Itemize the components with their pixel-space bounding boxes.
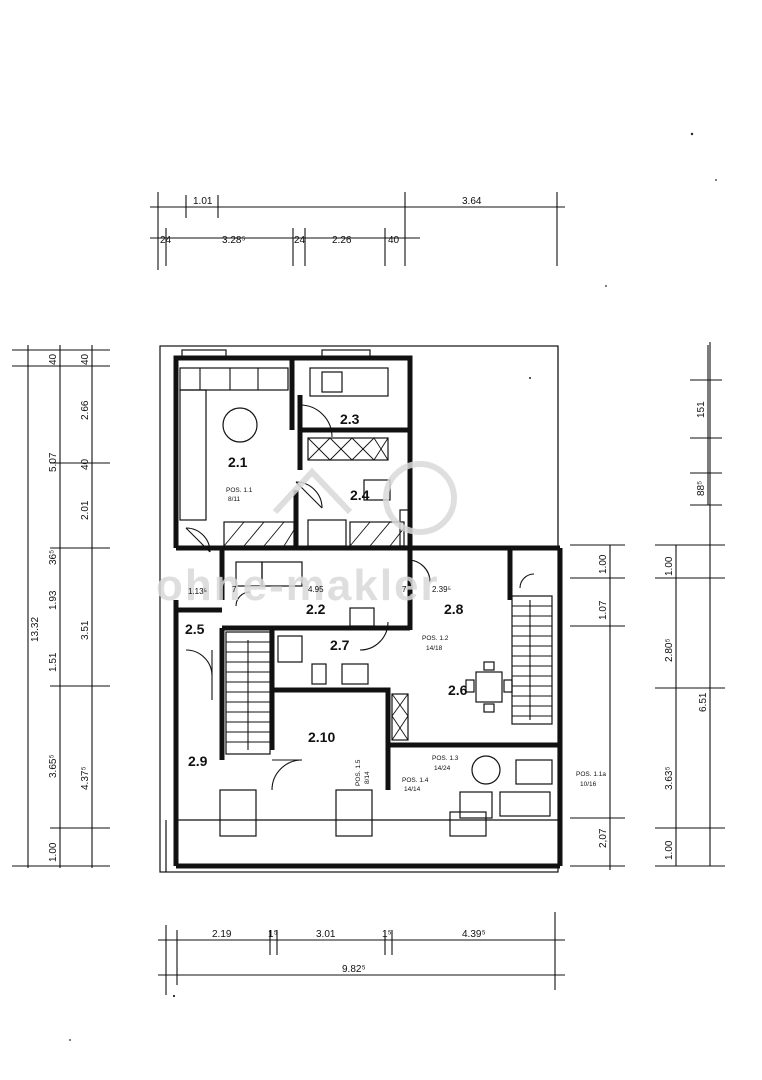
pos-2-label: POS. 1.2	[422, 635, 449, 642]
dim-right-b3: 2,07	[598, 828, 609, 848]
room-2-4: 2.4	[350, 487, 370, 503]
dim-bottom-3: 3.01	[316, 929, 336, 940]
inner-dim-5: 7	[402, 585, 407, 594]
dim-left-m3: 36⁵	[48, 550, 59, 565]
pos-6-label: POS. 1.5	[355, 759, 362, 786]
dim-left-m7: 1.00	[48, 842, 59, 862]
room-2-7: 2.7	[330, 637, 350, 653]
table-circle-icon	[222, 407, 258, 443]
inner-dim-2: 4.95	[308, 585, 324, 594]
pos-4-value: 14/14	[404, 786, 421, 793]
dim-right-c3: 3.63⁵	[664, 766, 675, 790]
top-dimensions: 1.01 3.64 24 3.28⁵ 24 2.26 40	[150, 192, 565, 270]
dim-right-b1: 1.00	[598, 554, 609, 574]
closet-hatch	[391, 693, 409, 741]
dim-left-i5: 3.51	[80, 620, 91, 640]
right-dimensions: 151 88⁵ 1.00 1.07 2,07 1.00 2.80⁵ 3.63⁵ …	[570, 342, 725, 870]
room-2-10: 2.10	[308, 729, 335, 745]
dim-top-5: 24	[294, 235, 306, 246]
stair-left	[225, 631, 271, 755]
dim-left-m2: 5.07	[48, 452, 59, 472]
dim-top-3: 24	[160, 235, 172, 246]
dim-right-a2: 88⁵	[696, 481, 707, 496]
dim-left-i3: 40	[80, 458, 91, 470]
inner-dim-3: 2.39⁵	[432, 585, 451, 594]
pos-5-value: 10/16	[580, 781, 597, 788]
dim-right-a1: 151	[696, 401, 707, 418]
room-2-8: 2.8	[444, 601, 464, 617]
pos-3-value: 14/24	[434, 765, 451, 772]
dim-left-m5: 1.51	[48, 652, 59, 672]
dim-right-c4: 1.00	[664, 840, 675, 860]
room-2-2: 2.2	[306, 601, 326, 617]
cabinet-hatch-1	[307, 437, 389, 461]
left-dimensions: 13.32 40 5.07 36⁵ 1.93 1.51 3.65⁵ 1.00 4…	[12, 345, 110, 868]
door-swing-1	[299, 404, 333, 438]
watermark: ohne-makler	[156, 461, 457, 610]
doors	[185, 404, 535, 791]
inner-dimensions: 1.13⁵ 4.95 2.39⁵ 7 7	[188, 585, 451, 596]
dim-bottom-4: 1⁵	[382, 929, 392, 940]
dim-top-1: 1.01	[193, 196, 213, 207]
pos-1-label: POS. 1.1	[226, 487, 253, 494]
dim-left-i2: 2.66	[80, 400, 91, 420]
room-2-5: 2.5	[185, 621, 205, 637]
room-2-1: 2.1	[228, 454, 248, 470]
cabinet-hatch-2	[223, 521, 405, 547]
position-notes: POS. 1.1 8/11 POS. 1.2 14/18 POS. 1.3 14…	[226, 487, 606, 793]
pos-6-value: 8/14	[364, 771, 371, 784]
dim-right-b2: 1.07	[598, 600, 609, 620]
dim-bottom-2: 1⁵	[268, 929, 278, 940]
pos-4-label: POS. 1.4	[402, 777, 429, 784]
dim-top-4: 3.28⁵	[222, 235, 246, 246]
dim-bottom-1: 2.19	[212, 929, 232, 940]
dim-top-6: 2.26	[332, 235, 352, 246]
inner-dim-1: 1.13⁵	[188, 587, 207, 596]
stair-right	[511, 595, 553, 725]
dim-left-i1: 40	[80, 353, 91, 365]
dim-right-c1: 1.00	[664, 556, 675, 576]
pos-1-value: 8/11	[228, 496, 241, 503]
dim-top-7: 40	[388, 235, 400, 246]
dim-bottom-5: 4.39⁵	[462, 929, 486, 940]
pos-3-label: POS. 1.3	[432, 755, 459, 762]
pos-5-label: POS. 1.1a	[576, 771, 606, 778]
room-2-6: 2.6	[448, 682, 468, 698]
bottom-dimensions: 2.19 1⁵ 3.01 1⁵ 4.39⁵ 9.82⁵	[158, 912, 565, 995]
dim-left-m4: 1.93	[48, 590, 59, 610]
watermark-text: ohne-makler	[156, 561, 440, 610]
dim-left-m6: 3.65⁵	[48, 754, 59, 778]
room-2-3: 2.3	[340, 411, 360, 427]
dim-left-total: 13.32	[30, 617, 41, 642]
dim-top-2: 3.64	[462, 196, 482, 207]
dim-left-m1: 40	[48, 353, 59, 365]
scan-specks	[69, 132, 717, 1041]
inner-dim-4: 7	[232, 585, 237, 594]
room-2-9: 2.9	[188, 753, 208, 769]
dim-right-c2: 2.80⁵	[664, 638, 675, 662]
round-table-icon	[471, 755, 501, 785]
walls	[159, 345, 563, 873]
dim-left-i4: 2.01	[80, 500, 91, 520]
pos-2-value: 14/18	[426, 645, 443, 652]
dim-left-i6: 4.37⁵	[80, 766, 91, 790]
dim-right-c5: 6.51	[698, 692, 709, 712]
room-labels: 2.1 2.2 2.3 2.4 2.5 2.6 2.7 2.8 2.9 2.10	[185, 411, 468, 769]
dim-bottom-total: 9.82⁵	[342, 964, 366, 975]
